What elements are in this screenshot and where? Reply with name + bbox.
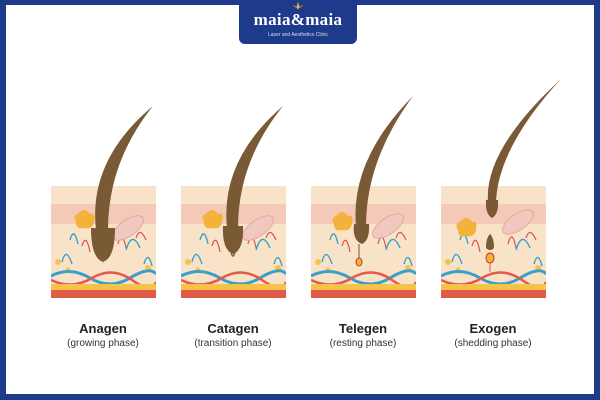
hair-bulb — [353, 224, 370, 244]
hair-root-strand — [230, 251, 236, 257]
arrector-muscle — [502, 209, 534, 235]
arrector-muscle — [372, 213, 404, 239]
phase-description-catagen: (transition phase) — [194, 338, 272, 349]
phase-description-exogen: (shedding phase) — [454, 338, 532, 349]
phase-description-telegen: (resting phase) — [329, 338, 397, 349]
base-layer — [181, 290, 286, 298]
blood-vessels-blue — [61, 233, 153, 267]
blood-vessels-red — [471, 231, 537, 253]
base-layer — [51, 290, 156, 298]
hair-shaft — [487, 80, 560, 202]
arrector-muscle — [242, 215, 274, 241]
sebaceous-gland — [456, 218, 477, 237]
fat-cell — [445, 259, 451, 265]
logo-name: maia&maia — [253, 10, 343, 29]
panel-telegen — [311, 96, 416, 298]
dermal-papilla — [101, 260, 105, 264]
hair-shaft — [226, 106, 283, 228]
new-hair — [486, 234, 494, 250]
panel-catagen — [181, 106, 286, 298]
sebaceous-gland — [202, 210, 223, 229]
logo-tagline: Laser and Aesthetics Clinic — [267, 32, 329, 38]
fat-cell — [55, 259, 61, 265]
phase-title-telegen: Telegen — [338, 321, 388, 336]
hair-bulb — [485, 200, 499, 218]
phase-title-anagen: Anagen — [79, 321, 127, 336]
fat-layer — [181, 284, 286, 290]
phase-description-anagen: (growing phase) — [67, 338, 139, 349]
fat-layer — [441, 284, 546, 290]
logo: maia&maia Laser and Aesthetics Clinic — [239, 0, 357, 44]
hair-shaft — [355, 96, 413, 226]
hair-shaft — [95, 106, 153, 230]
sebaceous-gland — [332, 212, 353, 231]
blood-vessels-blue — [321, 233, 413, 267]
fat-cell — [185, 259, 191, 265]
sebaceous-gland — [74, 210, 95, 229]
new-follicle — [355, 257, 363, 267]
fat-layer — [51, 284, 156, 290]
phase-title-exogen: Exogen — [469, 321, 517, 336]
blood-vessels-blue — [191, 233, 283, 267]
new-follicle — [485, 252, 495, 264]
panel-anagen — [51, 106, 156, 298]
hair-bulb — [222, 226, 244, 254]
hair-bulb — [91, 228, 115, 262]
fat-cell — [315, 259, 321, 265]
phase-title-catagen: Catagen — [207, 321, 259, 336]
panel-exogen — [441, 80, 560, 298]
base-layer — [311, 290, 416, 298]
fat-layer — [311, 284, 416, 290]
base-layer — [441, 290, 546, 298]
logo-flower-icon — [292, 2, 304, 10]
